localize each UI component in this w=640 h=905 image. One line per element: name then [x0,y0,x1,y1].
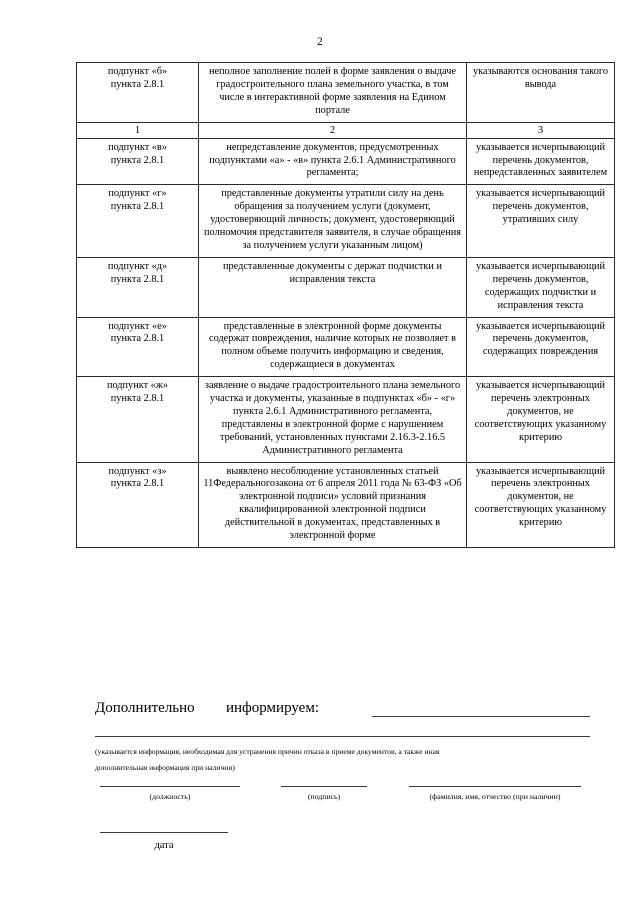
hint-line-2: дополнительная информация при наличии) [95,762,235,772]
table-cell-note: указывается исчерпывающий перечень элект… [466,376,615,463]
table-cell-note: указывается исчерпывающий перечень докум… [466,137,615,186]
additional-info-fill-line-2[interactable] [95,736,590,737]
column-number-1: 1 [76,121,199,139]
date-fill-line[interactable] [100,832,228,833]
table-cell-reference: подпункт «в» пункта 2.8.1 [76,137,199,186]
column-number-3: 3 [466,121,615,139]
table-row: подпункт «ж» пункта 2.8.1 заявление о вы… [76,376,615,463]
additionally-inform-row: Дополнительно информируем: [0,700,640,737]
signature-row: (должность) (подпись) (фамилия, имя, отч… [0,786,640,826]
fullname-caption: (фамилия, имя, отчество (при наличии) [429,792,561,801]
table-row: подпункт «г» пункта 2.8.1 представленные… [76,184,615,258]
column-number-2: 2 [198,121,467,139]
table-cell-note: указывается исчерпывающий перечень элект… [466,461,615,549]
table-cell-reference: подпункт «з» пункта 2.8.1 [76,461,199,549]
table-row: подпункт «з» пункта 2.8.1 выявлено несоб… [76,461,615,549]
table-cell-reason: неполное заполнение полей в форме заявле… [198,62,467,123]
table-cell-reason: выявлено несоблюдение установленных стат… [198,461,467,549]
inform-label: информируем: [226,700,319,716]
table-cell-note: указывается исчерпывающий перечень докум… [466,256,615,318]
table-cell-reason: непредставление документов, предусмотрен… [198,137,467,186]
table-cell-note: указывается исчерпывающий перечень докум… [466,316,615,378]
table-numbering-row: 1 2 3 [76,121,615,139]
table-cell-reference: подпункт «д» пункта 2.8.1 [76,256,199,318]
table-row: подпункт «е» пункта 2.8.1 представленные… [76,316,615,378]
table-cell-note: указываются основания такого вывода [466,62,615,123]
table-row: подпункт «д» пункта 2.8.1 представленные… [76,256,615,318]
additionally-label: Дополнительно [95,700,195,716]
table-row: подпункт «б» пункта 2.8.1 неполное запол… [76,62,615,123]
footer-block: Дополнительно информируем: (указывается … [0,700,640,851]
table-cell-reason: заявление о выдаче градостроительного пл… [198,376,467,463]
signature-caption: (подпись) [307,792,341,801]
position-fill-line[interactable] [100,786,240,787]
fullname-fill-line[interactable] [409,786,581,787]
date-caption: дата [154,840,174,851]
additional-info-hint: (указывается информация, необходимая для… [95,744,590,775]
hint-line-1: (указывается информация, необходимая для… [95,747,440,756]
date-row: дата [0,832,640,872]
position-caption: (должность) [149,792,191,801]
additional-info-fill-line-1[interactable] [372,716,590,717]
table-row: подпункт «в» пункта 2.8.1 непредставлени… [76,137,615,186]
table-cell-reference: подпункт «г» пункта 2.8.1 [76,184,199,258]
table-cell-reference: подпункт «е» пункта 2.8.1 [76,316,199,378]
table-cell-reason: представленные документы с держат подчис… [198,256,467,318]
page-number: 2 [317,36,323,48]
table-cell-reason: представленные в электронной форме докум… [198,316,467,378]
table-cell-reference: подпункт «б» пункта 2.8.1 [76,62,199,123]
signature-fill-line[interactable] [281,786,367,787]
grounds-table: подпункт «б» пункта 2.8.1 неполное запол… [76,62,615,549]
table-cell-note: указывается исчерпывающий перечень докум… [466,184,615,258]
table-cell-reference: подпункт «ж» пункта 2.8.1 [76,376,199,463]
table-cell-reason: представленные документы утратили силу н… [198,184,467,258]
